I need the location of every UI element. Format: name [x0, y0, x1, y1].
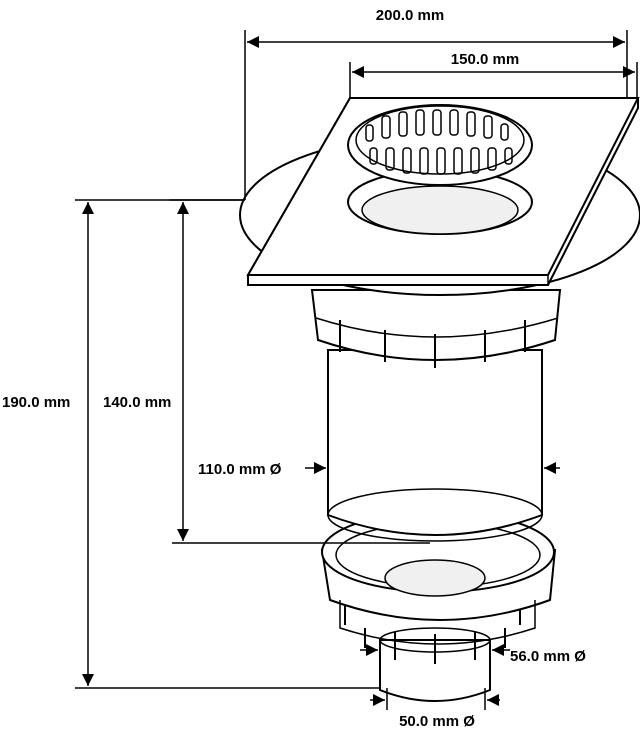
- trap-bowl: [320, 511, 557, 645]
- dimension-label-total-height: 190.0 mm: [2, 394, 70, 411]
- grate-slots-upper: [365, 109, 509, 142]
- dimension-total-height: 190.0 mm: [2, 199, 380, 689]
- dimension-pipe-diameter: 110.0 mm Ø: [198, 461, 560, 478]
- grate-slots-lower: [369, 147, 513, 175]
- dimension-outlet-inner-diameter: 50.0 mm Ø: [370, 688, 500, 730]
- dimension-label-outlet-inner-diameter: 50.0 mm Ø: [399, 713, 475, 730]
- grate: [347, 104, 533, 186]
- dimension-flange-width: 150.0 mm: [349, 51, 638, 98]
- dimension-label-body-height: 140.0 mm: [103, 394, 171, 411]
- dimension-outlet-outer-diameter: 56.0 mm Ø: [360, 644, 586, 665]
- dimension-body-height: 140.0 mm: [103, 199, 430, 544]
- dimension-label-pipe-diameter: 110.0 mm Ø: [198, 461, 282, 478]
- drain-body: [239, 97, 640, 702]
- pipe-body: [327, 349, 543, 542]
- dimension-label-top-width: 200.0 mm: [376, 7, 444, 24]
- dimension-label-flange-width: 150.0 mm: [451, 51, 519, 68]
- dimension-top-width: 200.0 mm: [244, 7, 628, 200]
- ribbed-collar: [310, 289, 562, 368]
- square-top-plate: [246, 97, 640, 286]
- dimension-label-outlet-outer-diameter: 56.0 mm Ø: [510, 648, 586, 665]
